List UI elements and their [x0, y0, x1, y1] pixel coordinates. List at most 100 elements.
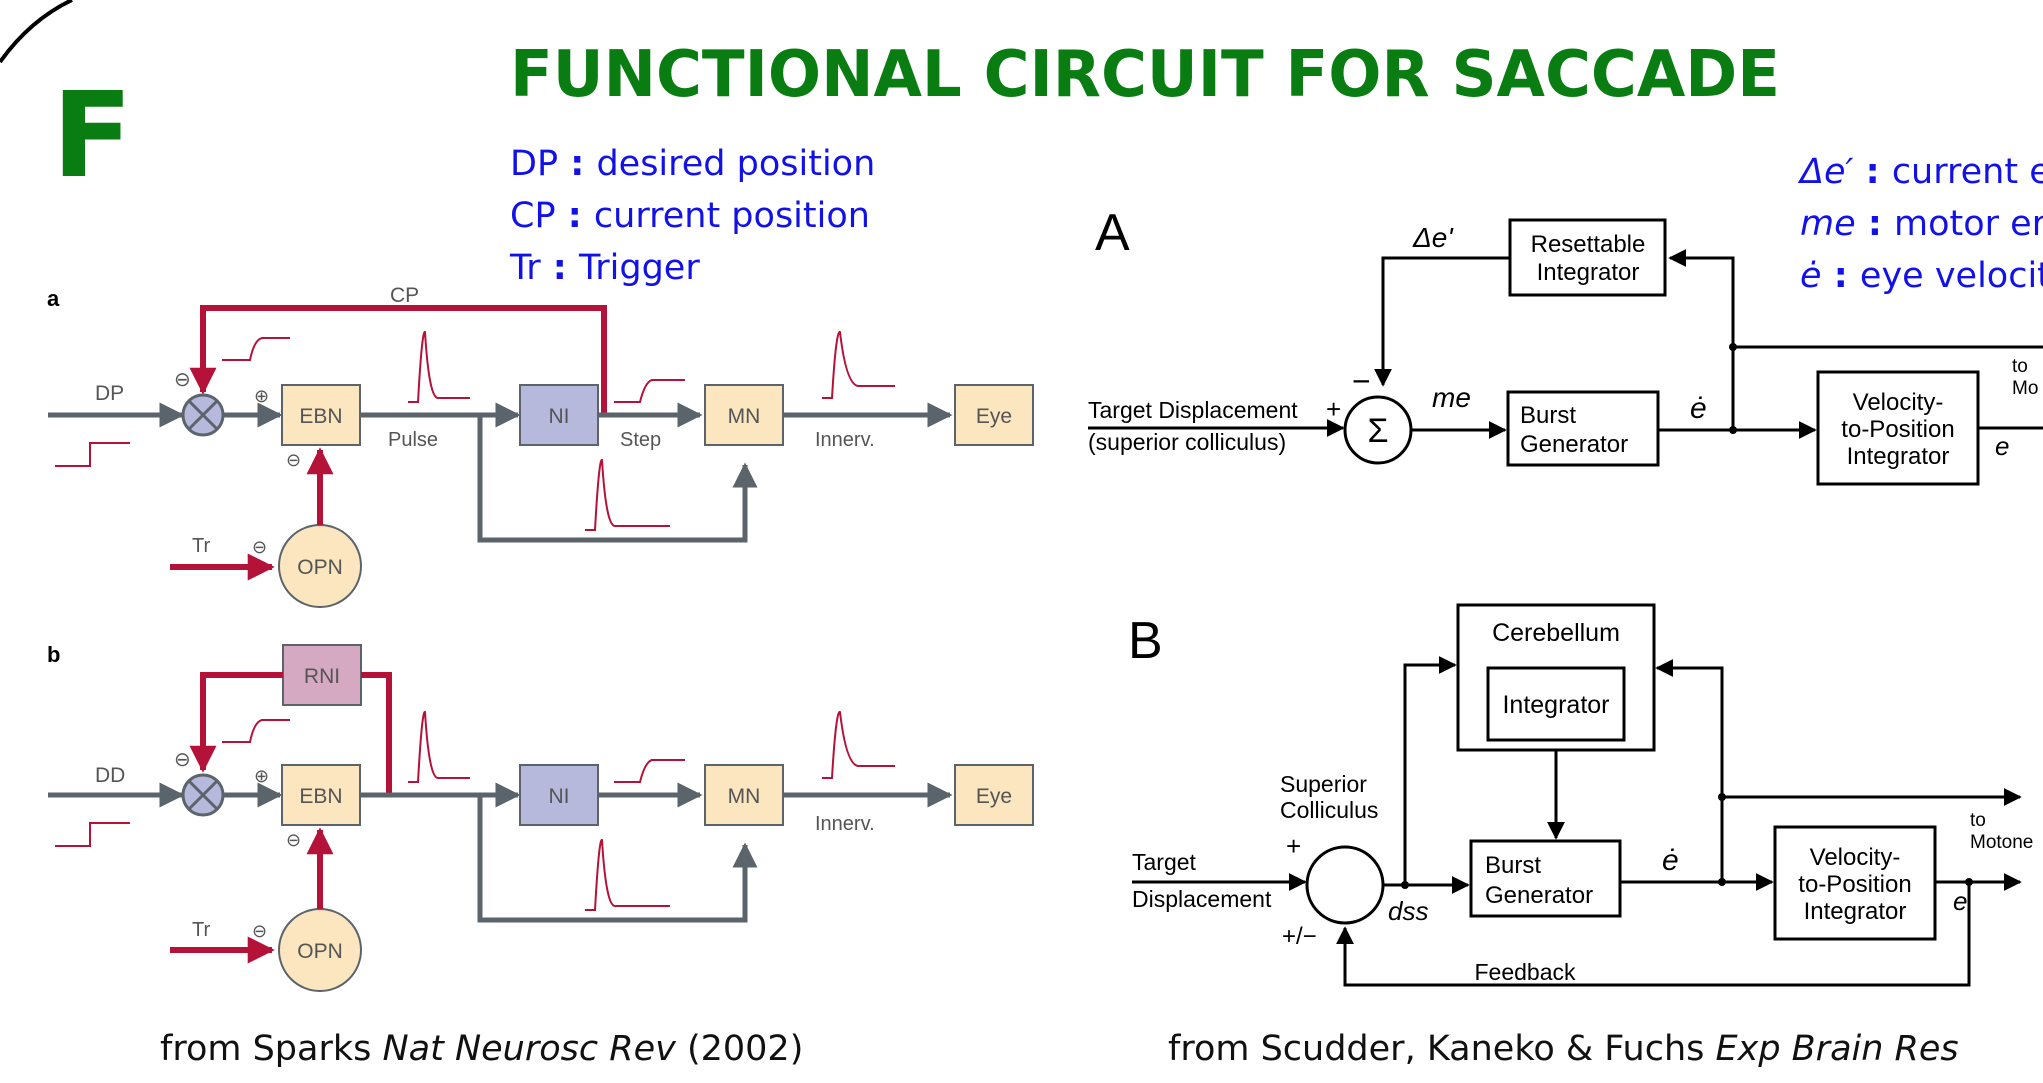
ebn-block-a [281, 384, 361, 446]
eye-block-b [954, 764, 1034, 826]
ni-block-a [519, 384, 599, 446]
step-trace-a [614, 379, 685, 403]
plus-sign-a-ebn: ⊕ [254, 386, 269, 406]
vel-label-A-1: Velocity- [1853, 389, 1944, 416]
resettable-label-2: Integrator [1537, 259, 1640, 286]
to-label-A-2: Mo [2012, 378, 2038, 399]
minus-sign-b-opn: ⊖ [252, 921, 267, 941]
minus-sign-A: − [1352, 363, 1371, 399]
branch-dot-B-2 [1718, 878, 1726, 886]
rni-step-trace [222, 719, 290, 743]
step-label: Step [620, 429, 661, 451]
dd-label: DD [95, 764, 125, 787]
panel-label-a: a [47, 286, 60, 311]
to-label-B-2: Motone [1970, 832, 2033, 853]
vel-label-A-2: to-Position [1841, 416, 1954, 443]
feedback-label-B: Feedback [1474, 959, 1576, 985]
target-label-B-1: Target [1132, 849, 1197, 875]
opn-label-b: OPN [297, 940, 343, 963]
burst-label-B-2: Generator [1485, 882, 1593, 909]
to-label-B-1: to [1970, 810, 1986, 831]
dd-step-trace [55, 822, 130, 847]
bypass-pulse-trace-a [585, 458, 670, 531]
legend-left-item-tr: Tr : Trigger [509, 248, 700, 288]
dss-branch-to-cerebellum [1403, 656, 1457, 885]
cp-label: CP [390, 284, 419, 307]
vel-label-B-2: to-Position [1798, 871, 1911, 898]
burst-generator-block-B [1469, 839, 1622, 918]
panel-label-B: B [1128, 612, 1163, 670]
legend-right-item-me: me : motor err [1800, 204, 2043, 244]
vel-label-B-1: Velocity- [1810, 844, 1901, 871]
summing-cross-b [187, 779, 219, 811]
plus-sign-b-ebn: ⊕ [254, 766, 269, 786]
tr-label-b: Tr [192, 919, 210, 941]
opn-label-a: OPN [297, 556, 343, 579]
branch-dot-A-1 [1729, 426, 1737, 434]
scudder-diagram-a: A Resettable Integrator Δe' − Target Dis… [1088, 204, 2043, 486]
innerv-label-b: Innerv. [815, 813, 875, 835]
edot-label-A: ė [1690, 392, 1707, 425]
edot-label-B: ė [1662, 844, 1679, 877]
plus-sign-A: + [1326, 394, 1341, 424]
legend-right-item-edot: ė : eye velocity [1800, 256, 2043, 296]
legend-left-item-dp: DP : desired position [510, 144, 875, 184]
to-label-A-1: to [2012, 356, 2028, 377]
minus-sign-b-top: ⊖ [174, 749, 191, 771]
sparks-diagram-a: a CP DP ⊖ ⊕ EBN ⊖ Pulse NI Step MN Inner… [47, 284, 1034, 608]
edot-branch-up-A [1668, 249, 1735, 430]
legend-right: Δe′ : current e me : motor err ė : eye v… [1797, 152, 2043, 296]
integrator-inner-label: Integrator [1502, 691, 1609, 719]
plusminus-label-B: +/− [1282, 923, 1317, 950]
sc-label-1: Superior [1280, 771, 1367, 797]
ni-label-b: NI [549, 785, 570, 808]
delta-e-label: Δe' [1412, 222, 1454, 253]
bypass-line-a [477, 415, 758, 543]
corner-arc-decoration [0, 0, 73, 64]
me-label: me [1432, 382, 1471, 413]
innerv-trace-a [822, 330, 895, 399]
caption-right: from Scudder, Kaneko & Fuchs Exp Brain R… [1168, 1029, 1959, 1069]
legend-right-item-delta-e: Δe′ : current e [1797, 152, 2043, 192]
tr-label-a: Tr [192, 535, 210, 557]
pulse-trace-a [408, 330, 470, 403]
scudder-diagram-b: B Cerebellum Integrator Superior Collicu… [1128, 603, 2033, 987]
minus-sign-a-ebn: ⊖ [286, 450, 301, 470]
edot-branch-up-B [1655, 659, 1724, 882]
ebn-block-b [281, 764, 361, 826]
burst-label-A-2: Generator [1520, 431, 1628, 458]
target-label-B-2: Displacement [1132, 886, 1272, 912]
step-trace-b [614, 759, 685, 783]
ni-label-a: NI [549, 405, 570, 428]
cerebellum-label: Cerebellum [1492, 619, 1620, 647]
resettable-label-1: Resettable [1531, 231, 1646, 258]
bypass-line-b [477, 795, 758, 923]
sparks-diagram-b: b RNI DD ⊖ ⊕ EBN ⊖ NI MN Innerv. Eye Tr … [47, 642, 1034, 992]
eye-block-a [954, 384, 1034, 446]
innerv-trace-b [822, 710, 895, 779]
legend-left: DP : desired position CP : current posit… [509, 144, 875, 288]
panel-label-A: A [1095, 204, 1130, 262]
mn-label-b: MN [728, 785, 761, 808]
integrator-inner-block [1486, 666, 1626, 742]
cp-feedback-line [189, 305, 607, 415]
bypass-pulse-trace-b [585, 838, 670, 911]
dp-step-trace [55, 442, 130, 467]
ebn-label-a: EBN [299, 405, 342, 428]
innerv-label-a: Innerv. [815, 429, 875, 451]
minus-sign-a-top: ⊖ [174, 369, 191, 391]
sigma-symbol: Σ [1367, 412, 1388, 450]
e-label-B: e [1953, 886, 1967, 916]
eye-label-b: Eye [976, 785, 1012, 808]
target-label-A-1: Target Displacement [1088, 397, 1298, 423]
burst-generator-block-A [1506, 390, 1660, 467]
pulse-label: Pulse [388, 429, 438, 451]
summing-cross-a [187, 399, 219, 431]
branch-dot-B-1 [1401, 881, 1409, 889]
rni-label: RNI [304, 665, 340, 688]
ebn-label-b: EBN [299, 785, 342, 808]
minus-sign-a-opn: ⊖ [252, 537, 267, 557]
e-label-A: e [1995, 431, 2009, 461]
feedback-line-B [1336, 882, 1971, 987]
pulse-trace-b [408, 710, 470, 783]
